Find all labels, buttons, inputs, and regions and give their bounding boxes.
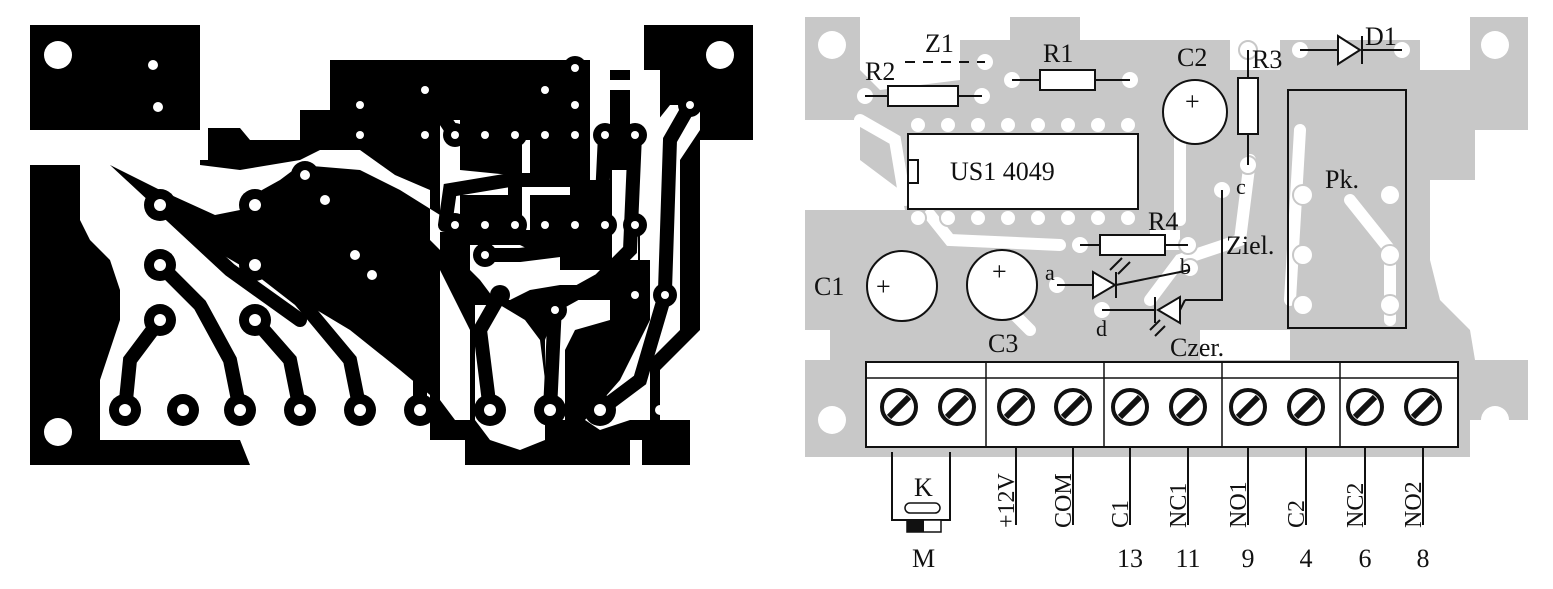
terminal-screw xyxy=(997,388,1035,426)
label-c2: C2 xyxy=(1177,43,1207,72)
relay-pk xyxy=(1287,89,1407,329)
label-b: b xyxy=(1180,254,1191,279)
switch-k xyxy=(891,452,951,533)
label-c: c xyxy=(1236,174,1246,199)
placement-gaps xyxy=(805,17,1528,457)
label-a: a xyxy=(1045,260,1055,285)
terminal-number: 8 xyxy=(1417,544,1430,573)
resistor-r1 xyxy=(1012,69,1130,91)
label-z1: Z1 xyxy=(925,29,954,58)
terminal-label: NC2 xyxy=(1343,483,1369,528)
terminal-screw xyxy=(1404,388,1442,426)
terminal-number: 4 xyxy=(1300,544,1313,573)
component-placement: R2 Z1 R1 + C2 R3 D1 xyxy=(805,17,1528,573)
label-c3: C3 xyxy=(988,329,1018,358)
terminal-screws xyxy=(880,388,1442,426)
label-k: K xyxy=(914,473,933,502)
terminal-screw xyxy=(1229,388,1267,426)
terminal-screw xyxy=(1054,388,1092,426)
terminal-label: +12V xyxy=(994,472,1020,528)
label-r2: R2 xyxy=(865,57,895,86)
label-r1: R1 xyxy=(1043,39,1073,68)
terminal-number: 6 xyxy=(1359,544,1372,573)
pcb-pads xyxy=(44,41,734,446)
resistor-r4 xyxy=(1080,234,1188,256)
ic-us1 xyxy=(907,133,1139,210)
terminal-number: 13 xyxy=(1117,544,1143,573)
terminal-label: COM xyxy=(1051,473,1077,528)
pcb-copper-layout xyxy=(30,25,753,465)
resistor-r2 xyxy=(865,85,982,107)
placement-mounting-holes xyxy=(818,31,1509,434)
led-red xyxy=(1102,295,1186,337)
terminal-screw xyxy=(1169,388,1207,426)
terminal-screw xyxy=(1111,388,1149,426)
terminal-label: NC1 xyxy=(1166,483,1192,528)
label-ziel: Ziel. xyxy=(1226,231,1274,260)
terminal-screw xyxy=(938,388,976,426)
label-c1-plus: + xyxy=(876,272,891,301)
terminal-leads xyxy=(1015,447,1424,525)
led-green xyxy=(1057,257,1191,300)
terminal-labels: +12V COM C1 13 NC1 11 NO1 9 C2 4 NC2 6 NO2 8 xyxy=(994,472,1430,573)
terminal-screw xyxy=(1287,388,1325,426)
capacitor-c3 xyxy=(966,249,1038,321)
label-czer: Czer. xyxy=(1170,333,1224,362)
placement-traces xyxy=(854,114,1396,336)
mounting-holes xyxy=(44,41,734,446)
label-c1: C1 xyxy=(814,272,844,301)
terminal-label: C2 xyxy=(1284,500,1310,528)
label-m: M xyxy=(912,544,935,573)
capacitor-c1 xyxy=(866,250,938,322)
label-d1: D1 xyxy=(1365,22,1397,51)
resistor-r3 xyxy=(1237,50,1259,165)
label-c3-plus: + xyxy=(992,257,1007,286)
label-r4: R4 xyxy=(1148,207,1178,236)
diode-d1 xyxy=(1300,34,1402,66)
terminal-label: NO1 xyxy=(1226,481,1252,528)
terminal-screw xyxy=(880,388,918,426)
terminal-number: 11 xyxy=(1175,544,1200,573)
label-d: d xyxy=(1096,316,1107,341)
label-relay: Pk. xyxy=(1325,165,1359,194)
capacitor-c2 xyxy=(1162,79,1228,145)
terminal-label: NO2 xyxy=(1401,481,1427,528)
terminal-screw xyxy=(1346,388,1384,426)
terminal-number: 9 xyxy=(1242,544,1255,573)
label-ic: US1 4049 xyxy=(950,157,1055,186)
label-r3: R3 xyxy=(1252,45,1282,74)
wire-c xyxy=(1185,190,1223,301)
terminal-label: C1 xyxy=(1108,500,1134,528)
label-c2-plus: + xyxy=(1185,87,1200,116)
